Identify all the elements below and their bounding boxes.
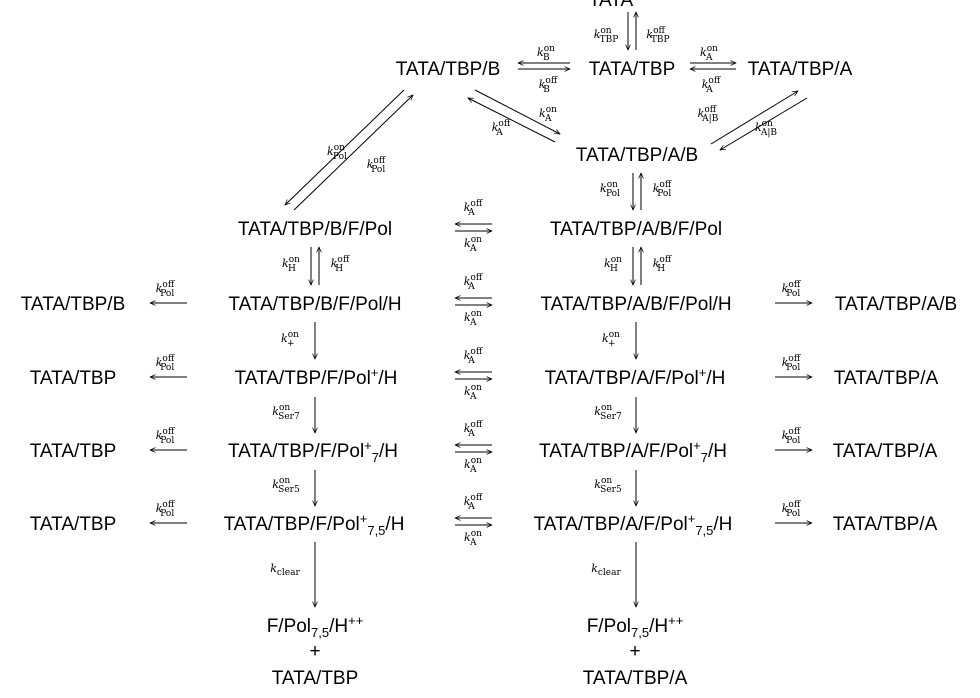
node-left-tata-tbp-3: TATA/TBP: [30, 514, 117, 535]
node-bottom-right-tata-tbp-a: TATA/TBP/A: [583, 668, 688, 689]
arrow-a-given-b-off: [710, 91, 798, 145]
node-bottom-left-plus: +: [309, 641, 320, 662]
node-tata-tbp-a: TATA/TBP/A: [748, 59, 853, 80]
arrow-pol-off-left: [293, 95, 413, 211]
node-f-pol-plus7-h: TATA/TBP/F/Pol+7/H: [228, 438, 398, 465]
node-tata-tbp-b: TATA/TBP/B: [396, 59, 501, 80]
node-bottom-right-pol: F/Pol7,5/H++: [587, 613, 684, 640]
node-b-f-pol-h: TATA/TBP/B/F/Pol/H: [228, 294, 401, 315]
node-right-tata-tbp-a-3: TATA/TBP/A: [833, 514, 938, 535]
node-tata-top: TATA: [589, 0, 634, 11]
node-a-f-pol-plus7-h: TATA/TBP/A/F/Pol+7/H: [539, 438, 727, 465]
node-bottom-left-tata-tbp: TATA/TBP: [272, 668, 359, 689]
node-bottom-right-plus: +: [629, 641, 640, 662]
rate-k-plus-on-right: kon+: [602, 330, 620, 349]
node-a-f-pol-plus-h: TATA/TBP/A/F/Pol+/H: [545, 365, 726, 389]
node-left-tata-tbp-1: TATA/TBP: [30, 368, 117, 389]
node-tata-tbp: TATA/TBP: [589, 59, 676, 80]
node-bottom-left-pol: F/Pol7,5/H++: [267, 613, 364, 640]
rate-k-clear-right: kclear: [591, 562, 621, 578]
rate-k-clear-left: kclear: [270, 562, 300, 578]
rate-k-plus-on-left: kon+: [281, 330, 299, 349]
arrow-pol-on-left: [285, 89, 405, 205]
arrow-a-on-from-b: [474, 89, 560, 135]
node-right-tata-tbp-a-2: TATA/TBP/A: [833, 441, 938, 462]
arrow-a-given-b-on: [720, 97, 808, 150]
node-right-tata-tbp-a-b: TATA/TBP/A/B: [835, 294, 957, 315]
node-a-b-f-pol-h: TATA/TBP/A/B/F/Pol/H: [540, 294, 731, 315]
node-b-f-pol: TATA/TBP/B/F/Pol: [238, 219, 392, 240]
node-tata-tbp-a-b: TATA/TBP/A/B: [576, 145, 698, 166]
node-left-tata-tbp-2: TATA/TBP: [30, 441, 117, 462]
arrow-a-off-to-b: [468, 97, 556, 143]
node-f-pol-plus-h: TATA/TBP/F/Pol+/H: [235, 365, 398, 389]
node-f-pol-plus75-h: TATA/TBP/F/Pol+7,5/H: [224, 511, 405, 538]
node-left-tata-tbp-b: TATA/TBP/B: [21, 294, 126, 315]
node-right-tata-tbp-a-1: TATA/TBP/A: [834, 368, 939, 389]
node-a-b-f-pol: TATA/TBP/A/B/F/Pol: [550, 219, 722, 240]
node-a-f-pol-plus75-h: TATA/TBP/A/F/Pol+7,5/H: [534, 511, 733, 538]
